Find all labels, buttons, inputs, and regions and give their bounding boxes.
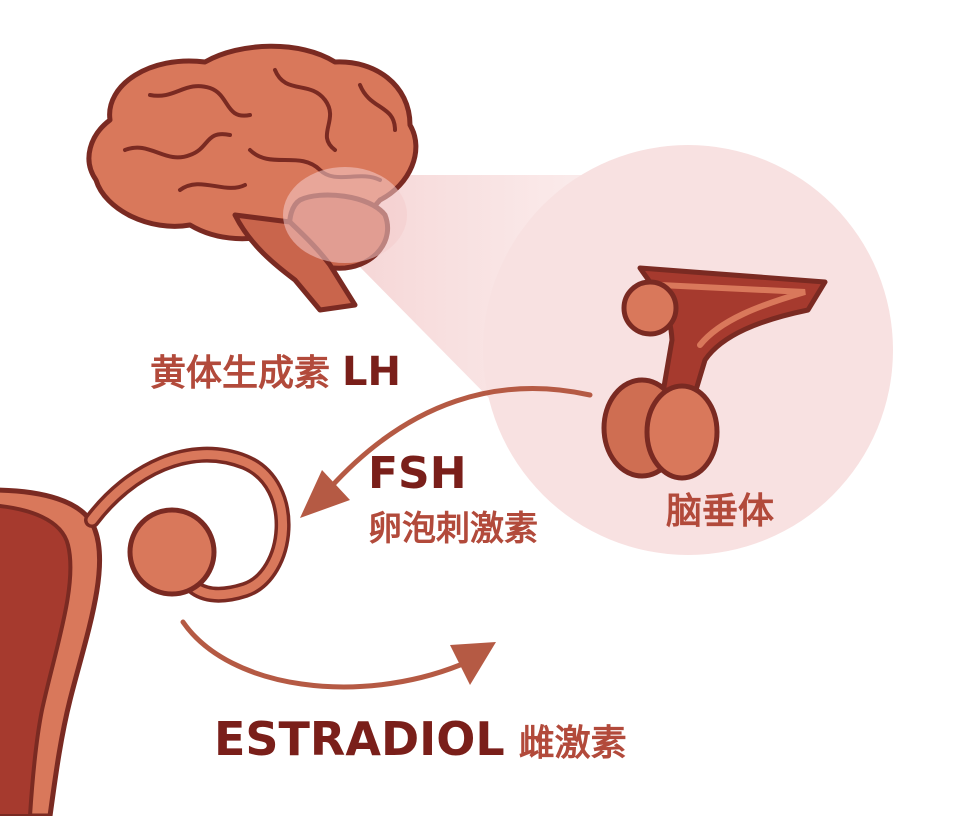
lh-chinese-label: 黄体生成素 xyxy=(150,353,331,394)
estradiol-english-label: ESTRADIOL xyxy=(214,712,505,766)
brain xyxy=(86,43,419,313)
arrow-ovary-to-estradiol xyxy=(180,619,463,690)
uterus xyxy=(0,487,103,819)
fsh-english-label: FSH xyxy=(368,448,467,499)
arrowhead-fsh xyxy=(300,470,350,518)
arrow-pituitary-to-ovary xyxy=(327,386,593,491)
lh-english-label: LH xyxy=(342,349,401,395)
estradiol-chinese-label: 雌激素 xyxy=(518,723,627,764)
lh-label: 黄体生成素 LH xyxy=(150,352,401,392)
fsh-chinese-label: 卵泡刺激素 xyxy=(368,509,538,549)
ovary xyxy=(127,507,217,597)
arrowhead-estradiol xyxy=(450,642,496,685)
pituitary-gland xyxy=(601,265,828,481)
pituitary-label: 脑垂体 xyxy=(666,491,775,532)
